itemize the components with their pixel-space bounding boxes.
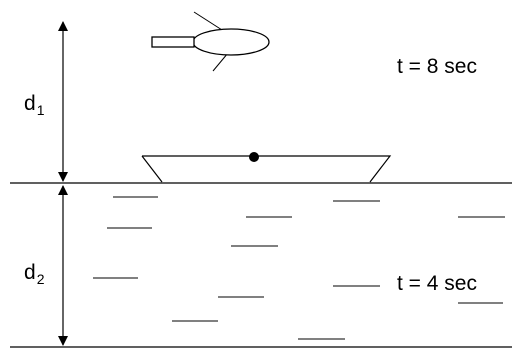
d1-label: d1	[24, 92, 44, 117]
water-ripples	[93, 196, 505, 340]
d2-subscript: 2	[36, 271, 45, 287]
boat-icon	[141, 152, 392, 183]
d2-letter: d	[24, 261, 36, 284]
d1-letter: d	[24, 92, 36, 115]
d1-subscript: 1	[36, 102, 45, 118]
helicopter-icon	[151, 11, 270, 72]
d2-label: d2	[24, 261, 44, 286]
time-air-label: t = 8 sec	[397, 55, 477, 78]
time-water-label: t = 4 sec	[397, 272, 477, 295]
